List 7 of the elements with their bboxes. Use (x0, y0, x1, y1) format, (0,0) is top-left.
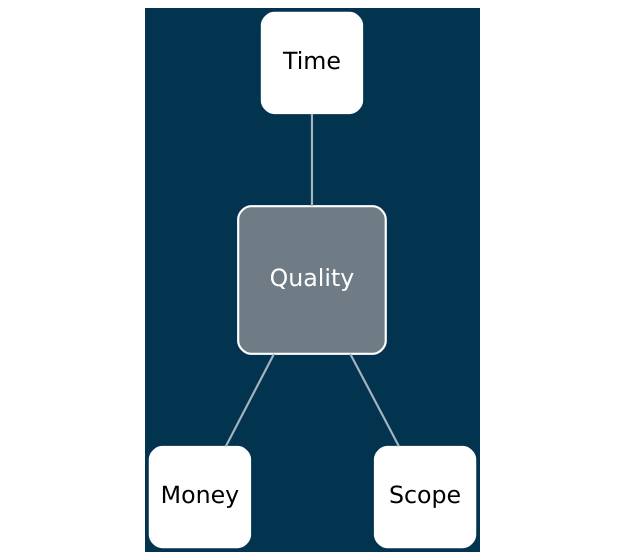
node-box: Scope (374, 446, 476, 548)
connector (310, 114, 314, 206)
node-box: Time (260, 12, 364, 114)
connector (224, 353, 275, 447)
node-box: Quality (237, 205, 387, 355)
node-box: Money (148, 446, 252, 548)
connector (349, 353, 400, 447)
